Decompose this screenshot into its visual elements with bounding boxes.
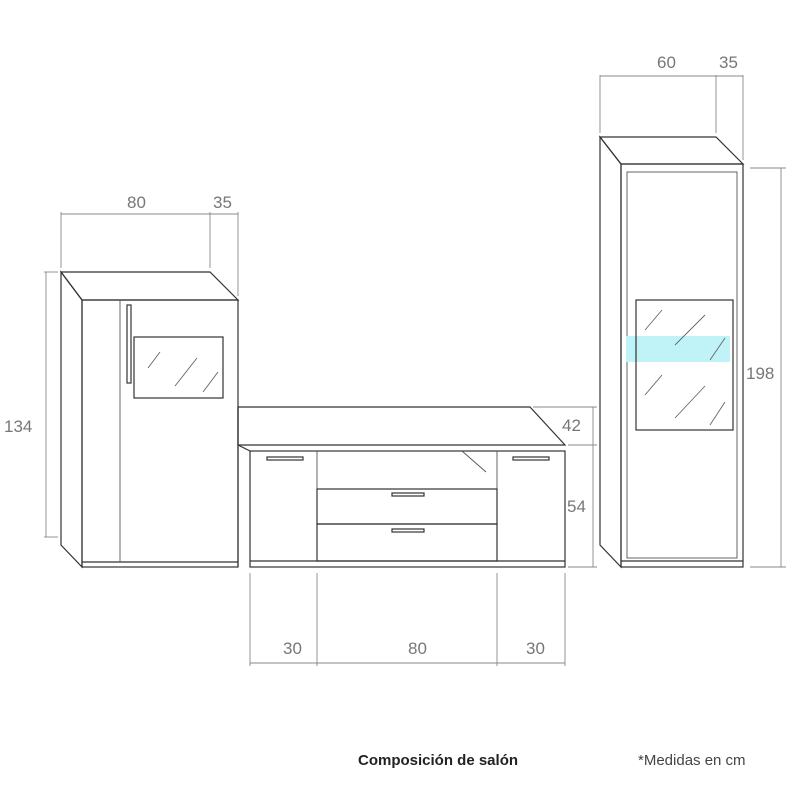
left-cabinet-glass	[133, 336, 224, 399]
tv-unit-drawer-bottom	[316, 523, 498, 562]
tall-cabinet-top	[598, 136, 745, 165]
tall-cabinet-width-label: 60	[657, 53, 676, 72]
tv-unit-center-width-label: 80	[408, 639, 427, 658]
left-cabinet-width-label: 80	[127, 193, 146, 212]
left-cabinet-height-label: 134	[4, 417, 32, 436]
tv-unit-right-handle	[512, 456, 550, 461]
left-cabinet-side	[60, 270, 83, 569]
tv-unit-drawer-top	[316, 488, 498, 525]
tv-unit-depth-label: 42	[562, 416, 581, 435]
tall-cabinet-height-label: 198	[746, 364, 774, 383]
tv-unit-left-handle	[266, 456, 304, 461]
left-cabinet-top	[59, 271, 240, 301]
tall-cabinet-front	[620, 163, 744, 568]
left-cabinet	[59, 270, 240, 569]
tv-unit-shelf-shadow	[461, 450, 487, 473]
tall-cabinet-depth-label: 35	[719, 53, 738, 72]
units-note: *Medidas en cm	[638, 752, 746, 769]
tv-unit-height-label: 54	[567, 497, 586, 516]
tv-unit-drawer-bottom-handle	[391, 528, 425, 533]
left-cabinet-handle	[126, 304, 132, 384]
tv-unit	[237, 406, 567, 568]
dimension-lines	[44, 75, 786, 666]
tall-cabinet	[598, 135, 745, 569]
tv-unit-left-door-width-label: 30	[283, 639, 302, 658]
glass-highlight	[626, 336, 730, 362]
tv-unit-right-door-width-label: 30	[526, 639, 545, 658]
tall-cabinet-door-frame	[626, 171, 738, 559]
tv-unit-front	[249, 450, 566, 568]
left-cabinet-depth-label: 35	[213, 193, 232, 212]
tv-unit-drawer-top-handle	[391, 492, 425, 497]
drawing-title: Composición de salón	[358, 752, 519, 769]
tv-unit-top	[237, 406, 567, 446]
tall-cabinet-side	[599, 135, 622, 569]
left-cabinet-front	[81, 299, 239, 568]
tall-cabinet-glass	[635, 299, 734, 431]
